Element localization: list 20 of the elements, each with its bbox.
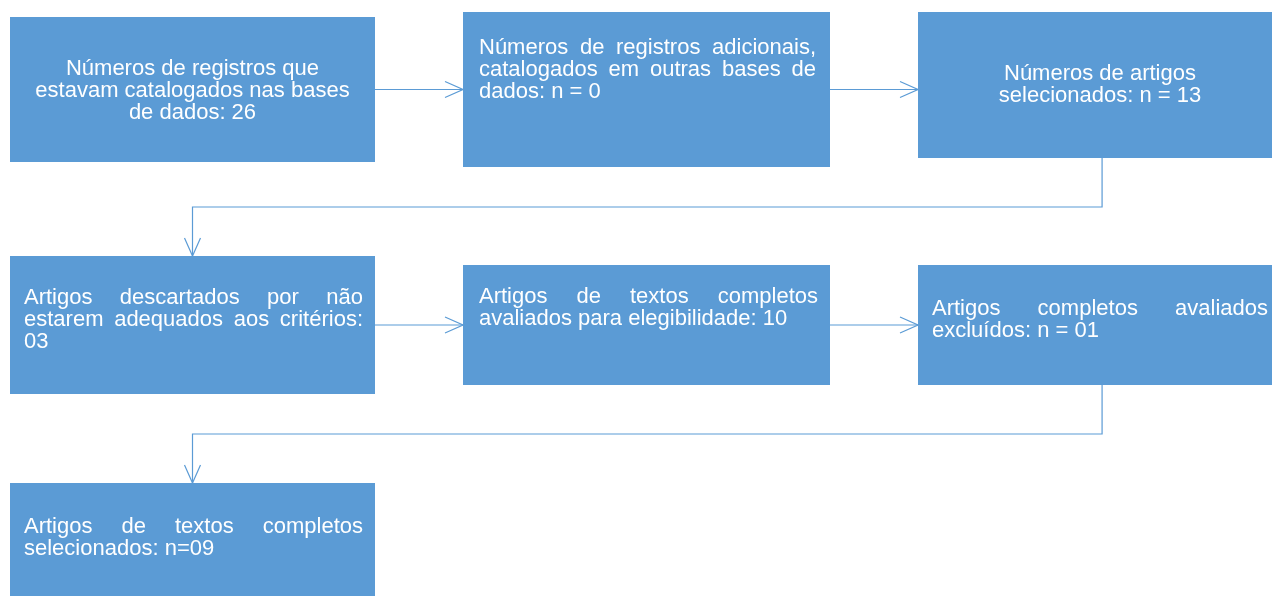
process-box — [10, 256, 375, 394]
process-box — [918, 265, 1272, 385]
box-text: Artigos de textos completos avaliados para elegibilidade: 10 — [479, 285, 818, 329]
arrow — [374, 316, 464, 334]
arrow — [374, 80, 464, 99]
process-box — [10, 483, 375, 596]
process-box — [918, 12, 1272, 158]
box-text: Artigos descartados por não estarem adequados aos critérios: 03 — [24, 286, 363, 352]
box-text: Números de registros adicionais, catalogados em outras bases de dados: n = 0 — [479, 36, 816, 102]
box-text: Números de registros que estavam catalogados nas bases de dados: 26 — [34, 56, 351, 123]
process-box — [10, 17, 375, 162]
arrow — [183, 384, 1103, 484]
process-box — [463, 265, 830, 385]
box-text: Artigos de textos completos selecionados: n=09 — [24, 515, 363, 559]
arrow — [183, 157, 1103, 257]
process-box — [463, 12, 830, 167]
arrow — [829, 316, 919, 334]
box-text: Artigos completos avaliados excluídos: n = 01 — [932, 297, 1268, 341]
arrow — [829, 80, 919, 99]
box-text: Números de artigos selecionados: n = 13 — [997, 62, 1203, 106]
